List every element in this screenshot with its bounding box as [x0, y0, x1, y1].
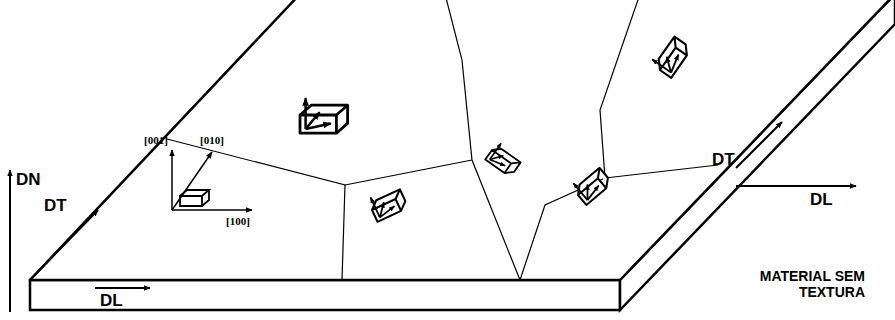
direction-index: [001]: [144, 134, 168, 147]
top-face: [30, 0, 895, 280]
axis-label: DL: [810, 190, 833, 210]
direction-index: [100]: [226, 215, 250, 228]
front-face: [30, 280, 620, 310]
axis-label: DT: [712, 150, 735, 170]
direction-arrows: [10, 122, 856, 312]
direction-index: [010]: [200, 134, 224, 147]
grain-crystals: [300, 34, 692, 222]
axis-label: DN: [16, 170, 41, 190]
axis-label: DT: [44, 196, 67, 216]
reference-crystal: [172, 150, 252, 210]
note-text: MATERIAL SEM TEXTURA: [740, 268, 865, 300]
grain-boundaries: [167, 0, 718, 280]
axis-label: DL: [100, 291, 123, 311]
